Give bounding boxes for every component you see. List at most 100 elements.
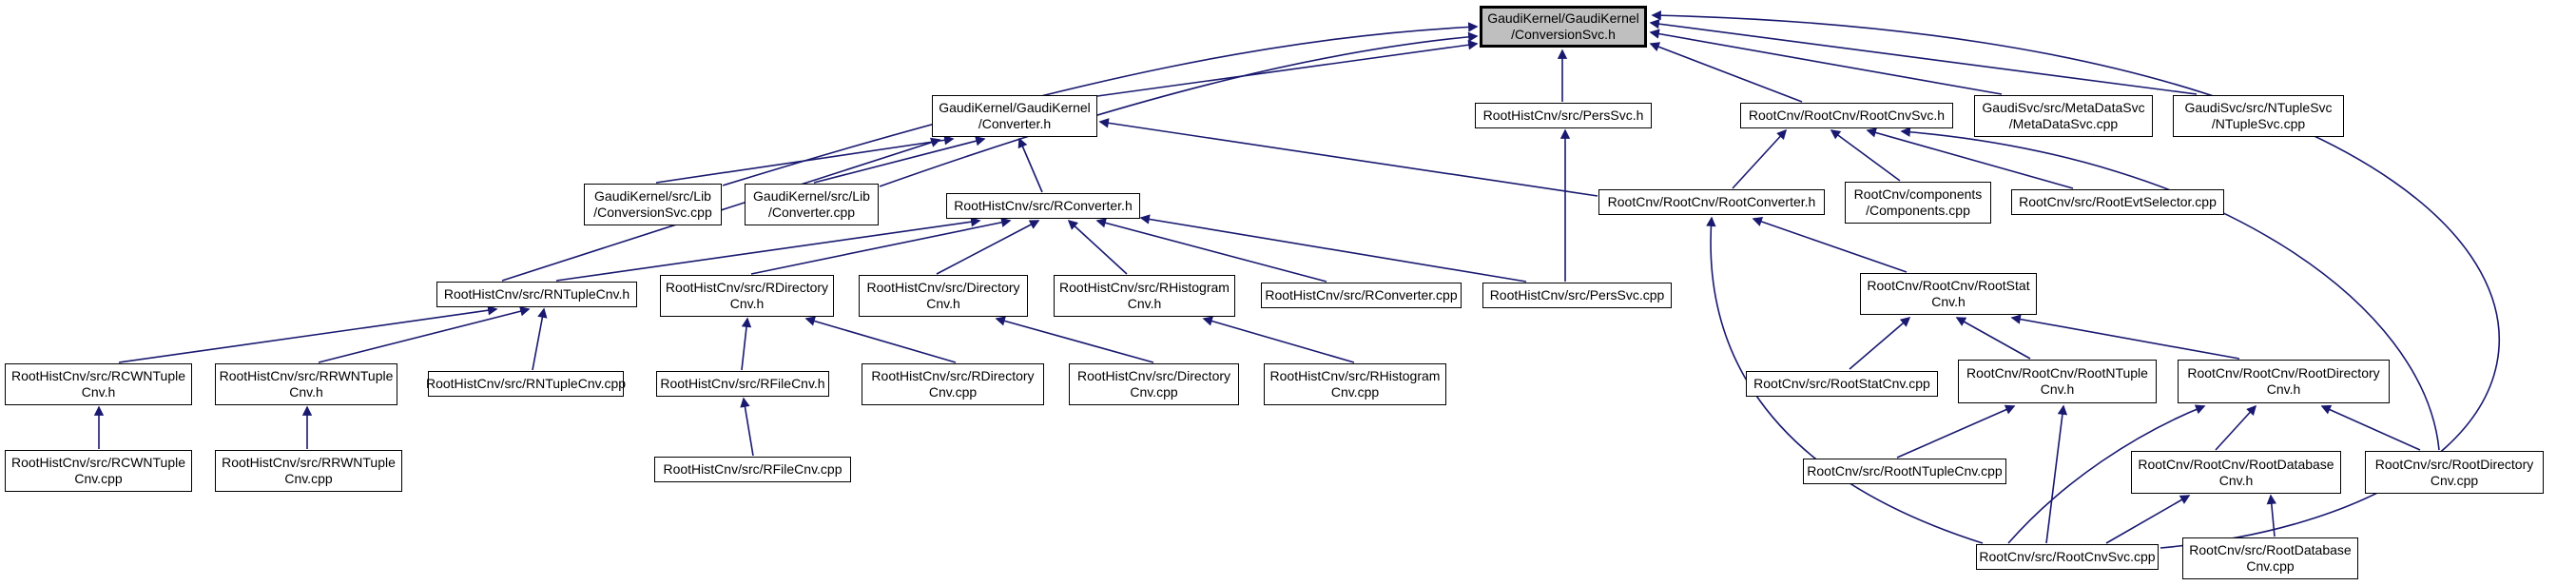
edge-rntuplecnv-cpp-to-rntuplecnv-h [532,307,548,371]
node-label-line: Cnv.cpp [2246,558,2295,574]
node-label-line: RootHistCnv/src/Directory [866,280,1020,295]
node-label-line: RootCnv/src/RootCnvSvc.cpp [1979,549,2156,564]
edge-rootdirectorycnv-h-to-rootstatcnv-h [2010,314,2240,360]
edge-converter-cpp-to-converter-h [813,136,986,184]
node-label-line: RootHistCnv/src/RNTupleCnv.h [443,286,630,302]
node-label-line: RootHistCnv/src/Directory [1076,368,1231,383]
node-label-line: RootHistCnv/src/RConverter.cpp [1265,287,1458,303]
node-label-line: Cnv.cpp [74,471,123,486]
node-label-line: /Converter.cpp [767,205,856,220]
node-label-line: Cnv.h [2266,381,2301,397]
node-label-line: /Components.cpp [1866,203,1970,218]
node-label-line: RootCnv/src/RootDatabase [2189,542,2352,557]
node-label-line: Cnv.h [729,296,765,311]
node-label-line: RootHistCnv/src/RDirectory [871,368,1035,383]
node-rntuplecnv-cpp[interactable]: RootHistCnv/src/RNTupleCnv.cpp [425,371,627,397]
node-label-line: RootCnv/src/RootEvtSelector.cpp [2019,194,2217,209]
node-label-line: RootCnv/RootCnv/RootDatabase [2138,456,2334,472]
node-label-line: RootCnv/components [1853,186,1983,202]
node-converter-cpp[interactable]: GaudiKernel/src/Lib/Converter.cpp [745,184,879,225]
edge-rdirectorycnv-cpp-to-rdirectorycnv-h [804,316,957,363]
node-label-line: RootHistCnv/src/RCWNTuple [10,368,186,383]
node-converter-h[interactable]: GaudiKernel/GaudiKernel/Converter.h [932,95,1097,137]
edge-rootstatcnv-cpp-to-rootstatcnv-h [1849,316,1911,370]
node-conversionsvc-h[interactable]: GaudiKernel/GaudiKernel/ConversionSvc.h [1480,6,1647,48]
node-label-line: GaudiKernel/GaudiKernel [1487,10,1639,26]
node-rootconverter-h[interactable]: RootCnv/RootCnv/RootConverter.h [1598,189,1825,215]
node-components-cpp[interactable]: RootCnv/components/Components.cpp [1845,182,1991,224]
node-rconverter-cpp[interactable]: RootHistCnv/src/RConverter.cpp [1261,283,1462,308]
edge-rhistogramcnv-h-to-rconverter-h [1067,219,1128,275]
edge-rdirectorycnv-h-to-rconverter-h [750,217,1012,275]
node-label-line: Cnv.cpp [2430,472,2479,488]
edge-ntuplesvc-cpp-to-conversionsvc-h [1649,18,2198,95]
edge-converter-cpp-to-conversionsvc-h [879,31,1479,187]
node-label-line: RootHistCnv/src/RRWNTuple [222,455,396,470]
node-rntuplecnv-h[interactable]: RootHistCnv/src/RNTupleCnv.h [436,282,637,307]
edge-rootconverter-h-to-converter-h [1098,118,1598,197]
edge-rootdatabasecnv-cpp-to-rootdatabasecnv-h [2266,494,2276,537]
node-label-line: RootHistCnv/src/RHistogram [1059,280,1230,295]
edge-rootstatcnv-h-to-rootconverter-h [1752,216,1908,273]
node-label-line: /ConversionSvc.cpp [593,205,712,220]
node-rfilecnv-h[interactable]: RootHistCnv/src/RFileCnv.h [656,371,829,397]
node-label-line: Cnv.h [289,384,323,400]
node-rconverter-h[interactable]: RootHistCnv/src/RConverter.h [946,193,1140,219]
node-rootevtselector-cpp[interactable]: RootCnv/src/RootEvtSelector.cpp [2011,189,2224,215]
node-rootcnvsvc-cpp[interactable]: RootCnv/src/RootCnvSvc.cpp [1976,544,2159,570]
node-label-line: RootHistCnv/src/PersSvc.h [1482,107,1644,123]
node-label-line: RootHistCnv/src/RCWNTuple [10,455,186,470]
edge-rootcnvsvc-cpp-to-rootdirectorycnv-h [2007,404,2206,544]
node-label-line: RootHistCnv/src/RNTupleCnv.cpp [425,376,627,391]
node-metadatasvc-cpp[interactable]: GaudiSvc/src/MetaDataSvc/MetaDataSvc.cpp [1974,95,2153,137]
node-rootcnvsvc-h[interactable]: RootCnv/RootCnv/RootCnvSvc.h [1740,103,1953,128]
node-label-line: RootHistCnv/src/RFileCnv.h [660,376,825,391]
edge-rcwntuplecnv-h-to-rntuplecnv-h [118,305,498,363]
node-label-line: /Converter.h [978,116,1052,131]
node-label-line: Cnv.h [2218,472,2254,488]
node-label-line: RootCnv/src/RootNTupleCnv.cpp [1807,463,2003,479]
edge-directorycnv-h-to-rconverter-h [936,220,1040,275]
node-label-line: Cnv.cpp [1330,384,1380,400]
node-rootstatcnv-cpp[interactable]: RootCnv/src/RootStatCnv.cpp [1746,371,1938,397]
node-label-line: RootHistCnv/src/RConverter.h [954,198,1133,213]
edge-rconverter-cpp-to-rconverter-h [1095,218,1327,283]
edge-rootcnvsvc-cpp-to-rootntuplecnv-h [2045,404,2068,544]
node-label-line: RootHistCnv/src/RRWNTuple [219,368,394,383]
node-ntuplesvc-cpp[interactable]: GaudiSvc/src/NTupleSvc/NTupleSvc.cpp [2173,95,2344,137]
node-label-line: Cnv.h [926,296,960,311]
node-label-line: RootCnv/RootCnv/RootConverter.h [1607,194,1816,209]
edge-rootdirectorycnv-cpp-to-rootdirectorycnv-h [2320,404,2421,451]
node-rootntuplecnv-cpp[interactable]: RootCnv/src/RootNTupleCnv.cpp [1803,459,2006,484]
node-label-line: Cnv.cpp [284,471,333,486]
node-label-line: Cnv.h [2040,381,2075,397]
node-label-line: RootHistCnv/src/PersSvc.cpp [1489,287,1665,303]
node-label-line: RootHistCnv/src/RDirectory [665,280,829,295]
edge-rootntuplecnv-h-to-rootstatcnv-h [1955,317,2031,360]
node-conversionsvc-cpp[interactable]: GaudiKernel/src/Lib/ConversionSvc.cpp [584,184,722,225]
node-rfilecnv-cpp[interactable]: RootHistCnv/src/RFileCnv.cpp [654,457,851,482]
node-label-line: Cnv.h [1931,294,1966,309]
node-perssvc-h[interactable]: RootHistCnv/src/PersSvc.h [1475,103,1652,128]
node-perssvc-cpp[interactable]: RootHistCnv/src/PersSvc.cpp [1482,283,1672,308]
edge-components-cpp-to-rootcnvsvc-h [1830,129,1901,182]
node-label-line: RootCnv/RootCnv/RootDirectory [2187,365,2380,381]
edge-metadatasvc-cpp-to-conversionsvc-h [1649,29,2003,95]
node-label-line: RootCnv/RootCnv/RootNTuple [1966,365,2148,381]
